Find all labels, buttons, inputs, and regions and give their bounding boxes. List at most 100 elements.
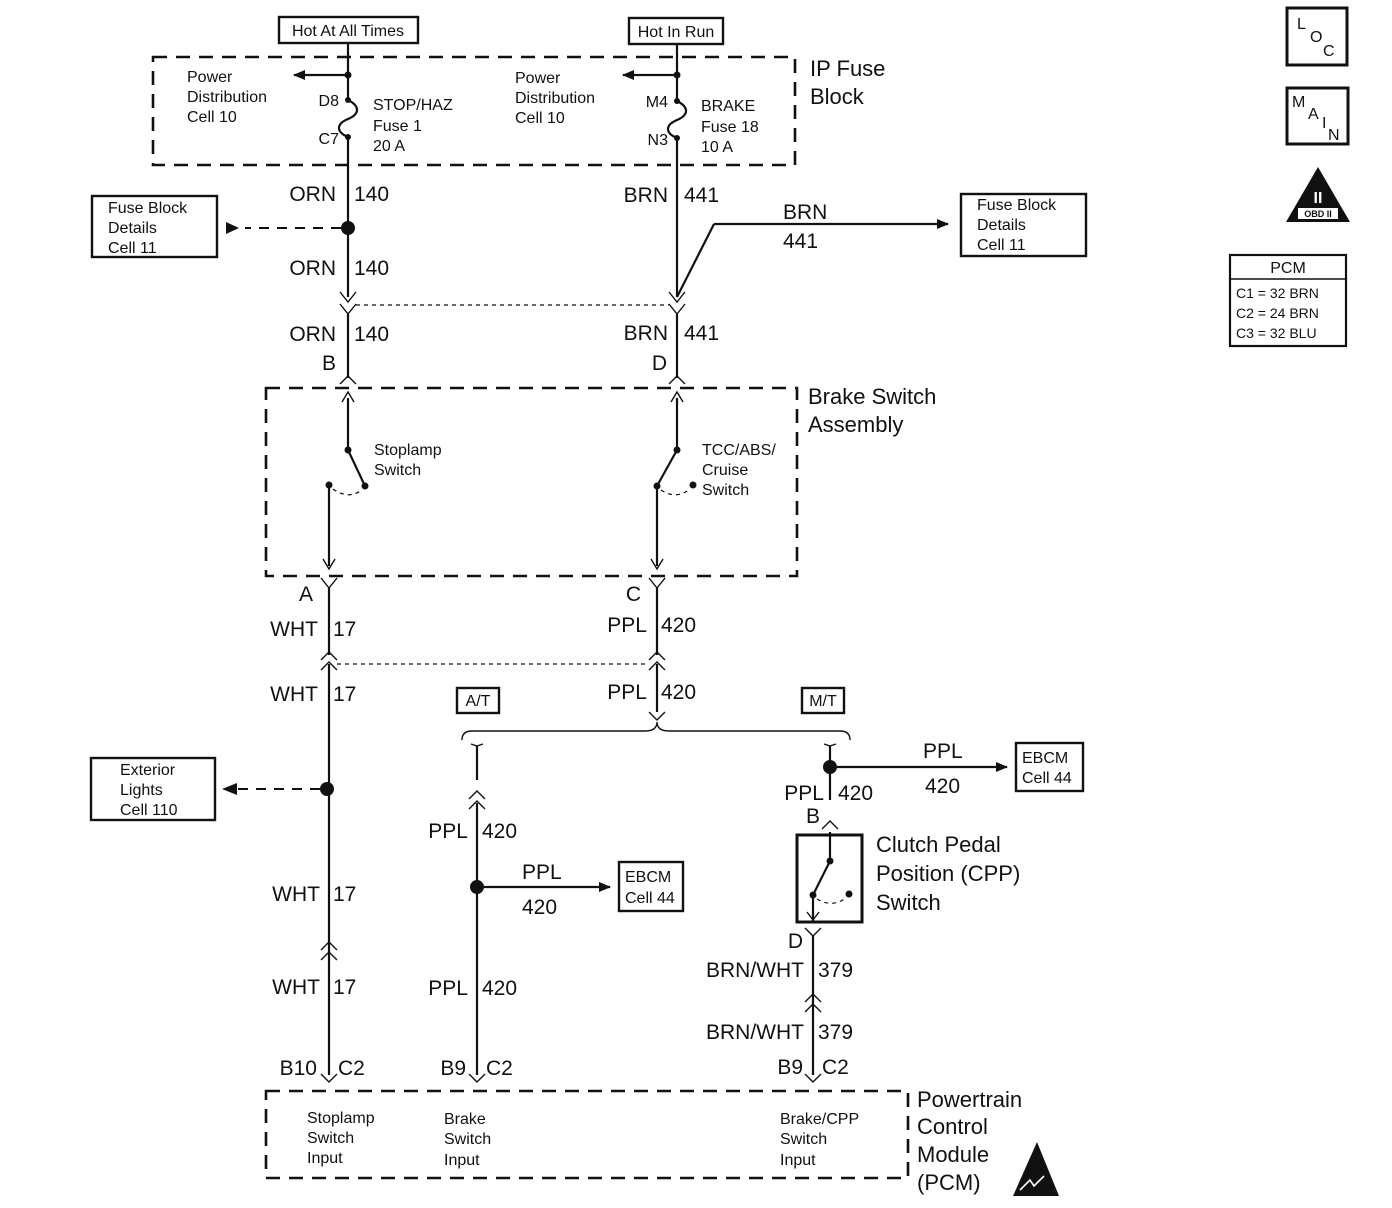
wire-wht-num-1: 17	[333, 618, 356, 641]
pcm-input1-3: Input	[307, 1150, 343, 1167]
hot-in-run-label: Hot In Run	[638, 24, 714, 41]
pcm-conn-c2-b: C2	[486, 1057, 513, 1080]
wire-wht-num-2: 17	[333, 683, 356, 706]
power-dist-left-2: Distribution	[187, 89, 267, 106]
wire-ppl-color-mt-1: PPL	[923, 740, 963, 763]
wire-ppl-num-mt-1: 420	[925, 775, 960, 798]
wire-brnwht-num-2: 379	[818, 1021, 853, 1044]
fuse1-pin-top: D8	[319, 93, 340, 110]
fbd-left-3: Cell 11	[108, 240, 157, 257]
connector-a-c: A C	[299, 577, 666, 606]
cpp-pin-d: D	[788, 930, 803, 953]
main-letter-m: M	[1292, 94, 1305, 111]
ip-fuse-block: IP Fuse Block Hot At All Times Hot In Ru…	[151, 15, 885, 167]
circuit-ppl-420: PPL 420 PPL 420	[607, 588, 696, 721]
wire-ppl-color-1: PPL	[607, 614, 647, 637]
tcc-switch-1: TCC/ABS/	[702, 442, 776, 459]
wire-brnwht-color-2: BRN/WHT	[706, 1021, 804, 1044]
power-dist-right-2: Distribution	[515, 90, 595, 107]
fbd-right-1: Fuse Block	[977, 197, 1057, 214]
wire-brn-color-3: BRN	[624, 322, 668, 345]
fbd-left-2: Details	[108, 220, 157, 237]
brake-switch-assembly: Brake Switch Assembly Stoplamp Switch TC…	[264, 384, 936, 578]
ebcm-mt-1: EBCM	[1022, 750, 1068, 767]
stoplamp-switch-2: Switch	[374, 462, 421, 479]
pcm-pin-b9-b: B9	[777, 1056, 803, 1079]
wire-brn-num-2: 441	[783, 230, 818, 253]
splice-140	[341, 221, 355, 235]
pcm-input3-1: Brake/CPP	[780, 1111, 859, 1128]
pcm-input3-2: Switch	[780, 1131, 827, 1148]
loc-letter-o: O	[1310, 29, 1322, 46]
wire-brnwht-color-1: BRN/WHT	[706, 959, 804, 982]
wire-brn-num-1: 441	[684, 184, 719, 207]
main-letter-n: N	[1328, 127, 1340, 144]
fuse1-pin-bottom: C7	[319, 131, 340, 148]
ext-lights-1: Exterior	[120, 762, 176, 779]
pcm-name-4: (PCM)	[917, 1170, 981, 1195]
pcm-module: Stoplamp Switch Input Brake Switch Input…	[264, 1087, 1059, 1196]
main-icon[interactable]: M A I N	[1285, 86, 1350, 146]
fbd-right-2: Details	[977, 217, 1026, 234]
main-letter-i: I	[1322, 115, 1326, 132]
wire-wht-color-3: WHT	[272, 883, 320, 906]
obd-ii-icon[interactable]: II OBD II	[1286, 167, 1350, 222]
tcc-switch-2: Cruise	[702, 462, 748, 479]
power-dist-left-1: Power	[187, 69, 233, 86]
loc-icon[interactable]: L O C	[1285, 6, 1349, 67]
power-dist-right-3: Cell 10	[515, 110, 565, 127]
ebcm-at-1: EBCM	[625, 869, 671, 886]
pcm-table-row-1: C1 = 32 BRN	[1236, 285, 1319, 301]
pcm-input1-2: Switch	[307, 1130, 354, 1147]
circuit-brn-441: BRN 441 BRN 441 Fuse Block Details Cell …	[624, 138, 1088, 385]
ext-lights-3: Cell 110	[120, 802, 178, 819]
wire-brn-color-1: BRN	[624, 184, 668, 207]
option-bracket: A/T M/T	[455, 686, 851, 741]
fuse1-label-2: Fuse 1	[373, 118, 422, 135]
pcm-input3-3: Input	[780, 1152, 816, 1169]
ext-lights-2: Lights	[120, 782, 163, 799]
wire-ppl-color-at-1: PPL	[428, 820, 468, 843]
wire-ppl-color-mt-2: PPL	[784, 782, 824, 805]
brake-switch-pin-b: B	[322, 352, 336, 375]
power-dist-left-3: Cell 10	[187, 109, 237, 126]
wire-ppl-num-at-2: 420	[522, 896, 557, 919]
pcm-table-row-2: C2 = 24 BRN	[1236, 305, 1319, 321]
brake-switch-pin-d: D	[652, 352, 667, 375]
fuse1-label-3: 20 A	[373, 138, 405, 155]
pcm-connector-table: PCM C1 = 32 BRN C2 = 24 BRN C3 = 32 BLU	[1228, 253, 1348, 348]
pcm-name-1: Powertrain	[917, 1087, 1022, 1112]
main-letter-a: A	[1308, 106, 1319, 123]
cpp-name-3: Switch	[876, 890, 941, 915]
wire-orn-color-3: ORN	[289, 323, 336, 346]
pcm-table-row-3: C3 = 32 BLU	[1236, 325, 1317, 341]
pcm-table-title: PCM	[1270, 260, 1306, 277]
tcc-switch-3: Switch	[702, 482, 749, 499]
wire-ppl-num-mt-2: 420	[838, 782, 873, 805]
cpp-name-2: Position (CPP)	[876, 861, 1020, 886]
splice-17	[320, 782, 334, 796]
wire-wht-num-3: 17	[333, 883, 356, 906]
fuse-block-name-1: IP Fuse	[810, 56, 885, 81]
fuse18-pin-bottom: N3	[648, 132, 669, 149]
pcm-pin-b10: B10	[280, 1057, 317, 1080]
wire-ppl-color-at-3: PPL	[428, 977, 468, 1000]
fuse-block-name-2: Block	[810, 84, 865, 109]
fbd-left-1: Fuse Block	[108, 200, 188, 217]
pcm-input1-1: Stoplamp	[307, 1110, 375, 1127]
loc-letter-l: L	[1297, 16, 1306, 33]
pcm-conn-c2-c: C2	[822, 1056, 849, 1079]
circuit-wht-17: WHT 17 WHT 17 Exterior Lights Cell 110 W…	[89, 588, 365, 1083]
wire-ppl-num-at-3: 420	[482, 977, 517, 1000]
fuse18-label-2: Fuse 18	[701, 119, 759, 136]
branch-mt: PPL 420 EBCM Cell 44 PPL 420 B Clutch Pe…	[706, 740, 1085, 1083]
obd-roman: II	[1314, 190, 1323, 207]
wire-ppl-num-1: 420	[661, 614, 696, 637]
wire-ppl-num-at-1: 420	[482, 820, 517, 843]
wire-ppl-color-at-2: PPL	[522, 861, 562, 884]
wire-orn-color-2: ORN	[289, 257, 336, 280]
pcm-input2-2: Switch	[444, 1131, 491, 1148]
option-mt: M/T	[809, 693, 837, 710]
pcm-input2-1: Brake	[444, 1111, 486, 1128]
